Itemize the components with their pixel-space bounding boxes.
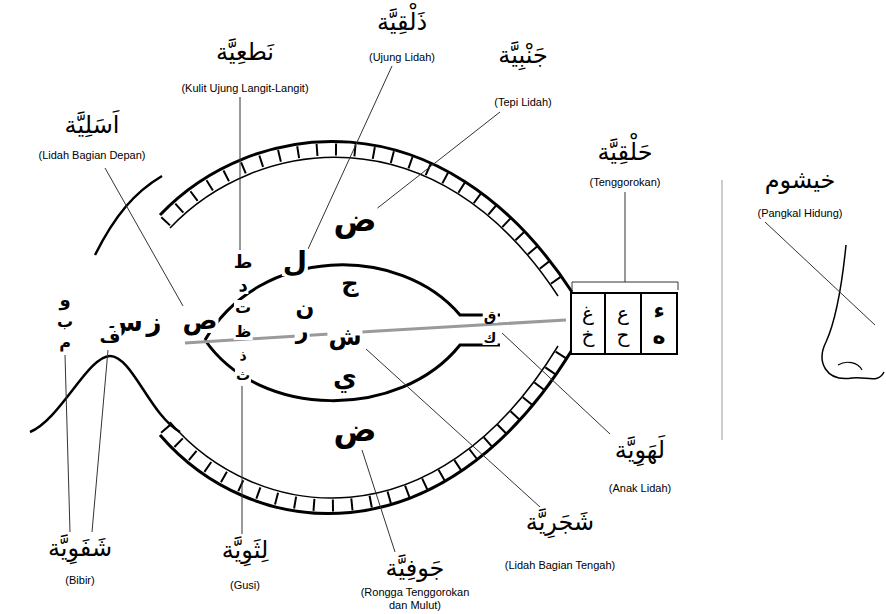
tongue-bottom	[205, 340, 500, 401]
letter-label: ق	[483, 309, 498, 323]
letter-label: ص	[182, 307, 219, 333]
letter-label: ل	[282, 248, 308, 276]
tongue-line	[185, 320, 566, 343]
leader-line	[362, 450, 395, 552]
letter-label: و	[58, 291, 71, 309]
makhraj-subtitle: (Tenggorokan)	[590, 176, 661, 189]
leader-line	[240, 97, 241, 250]
makhraj-heading: اَسَلِيَّة	[65, 111, 120, 140]
throat-box: ءه	[640, 292, 678, 355]
letter-label: ذ	[238, 348, 247, 362]
letter-label: ظ	[234, 324, 253, 340]
letter-label: ه	[653, 324, 666, 348]
letter-label: ض	[332, 414, 377, 446]
letter-label: ط	[233, 253, 254, 271]
makhraj-heading: لَهَوِيَّة	[615, 436, 665, 465]
makhraj-heading: حَلْقِيَّة	[597, 138, 652, 167]
letter-label: ع	[617, 302, 629, 324]
makhraj-subtitle: (Ujung Lidah)	[369, 51, 435, 64]
makhraj-subtitle: (Gusi)	[230, 579, 260, 592]
makhraj-subtitle: (Bibir)	[65, 574, 94, 587]
leader-line	[625, 192, 626, 282]
jaw-outline	[160, 350, 572, 514]
letter-label: ر	[295, 321, 310, 343]
makhraj-heading: نَطعِيَّة	[216, 38, 274, 67]
palate-outline	[160, 141, 572, 292]
letter-label: خ	[582, 324, 595, 346]
letter-label: ب	[56, 314, 74, 330]
makhraj-heading: لِثَوِيَّة	[222, 536, 269, 565]
divider-line	[722, 180, 723, 440]
letter-label: ح	[617, 324, 630, 346]
makhraj-heading: جَوفِيَّة	[386, 554, 445, 583]
letter-label: ض	[332, 204, 377, 236]
teeth-lower	[165, 348, 565, 506]
leader-line	[308, 66, 392, 249]
makhraj-heading: خيشوم	[765, 166, 836, 195]
leader-line	[375, 112, 500, 210]
letter-label: ز	[146, 309, 163, 335]
leader-line	[92, 350, 108, 532]
leader-line	[242, 386, 243, 534]
makhraj-heading: جَنْبِيَّة	[498, 41, 547, 70]
throat-box: غخ	[570, 292, 606, 355]
teeth-upper	[165, 149, 565, 294]
lower-lip	[30, 356, 180, 432]
leader-line	[765, 222, 875, 325]
makhraj-subtitle: (Pangkal Hidung)	[758, 207, 843, 220]
makhraj-subtitle: (Lidah Bagian Tengah)	[505, 559, 616, 572]
letter-label: ء	[653, 299, 664, 323]
letter-label: ف	[99, 328, 122, 346]
throat-bracket	[572, 282, 678, 290]
makhraj-subtitle: (Lidah Bagian Depan)	[38, 149, 145, 162]
letter-label: م	[58, 335, 72, 351]
leader-line	[366, 349, 540, 507]
nostril	[838, 362, 862, 370]
makhraj-heading: شَجَرِيَّة	[526, 508, 594, 537]
letter-label: ي	[332, 364, 358, 390]
makhraj-subtitle: (Tepi Lidah)	[494, 96, 551, 109]
makhraj-subtitle: (Kulit Ujung Langit-Langit)	[181, 82, 308, 95]
letter-label: ك	[483, 331, 498, 345]
throat-box: عح	[604, 292, 642, 355]
letter-label: غ	[582, 302, 594, 324]
makhraj-heading: ذَلْقِيَّة	[377, 8, 427, 37]
nose-drawing	[822, 245, 884, 379]
letter-label: ج	[340, 271, 359, 295]
makhraj-subtitle: (Anak Lidah)	[609, 482, 671, 495]
upper-lip	[95, 176, 162, 255]
letter-label: ش	[327, 325, 362, 349]
letter-label: ن	[295, 297, 316, 319]
jaw-inner	[170, 346, 558, 498]
letter-label: ت	[234, 300, 252, 316]
makhraj-heading: شَفَوِيَّة	[48, 534, 112, 563]
leader-line	[105, 168, 183, 306]
letter-label: د	[237, 276, 248, 294]
leader-line	[65, 355, 70, 532]
makhraj-subtitle: (Rongga Tenggorokan dan Mulut)	[350, 586, 480, 611]
letter-label: ث	[235, 368, 251, 382]
